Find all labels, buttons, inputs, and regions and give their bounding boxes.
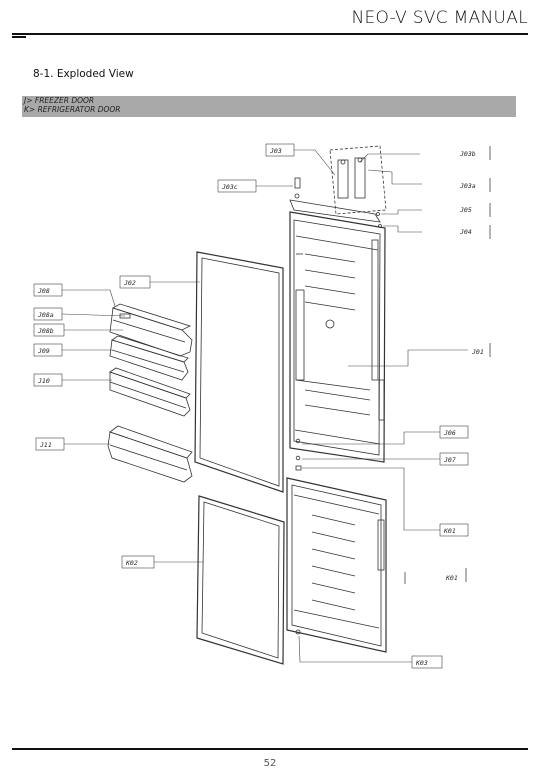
manual-title: NEO-V SVC MANUAL	[351, 8, 528, 28]
refrigerator-door-gasket	[196, 495, 285, 665]
door-bin-j09	[109, 335, 189, 381]
label-k01-lower: K01	[445, 574, 458, 582]
label-j08b: J08b	[37, 327, 54, 335]
hinge-assembly	[294, 145, 387, 228]
label-boxes	[33, 143, 469, 669]
label-j04: J04	[459, 228, 472, 236]
label-j03c: J03c	[221, 183, 238, 191]
leader-lines	[61, 149, 468, 663]
label-j01: J01	[471, 348, 484, 356]
freezer-door-gasket	[194, 251, 284, 493]
door-bin-j10	[109, 367, 191, 417]
label-j07: J07	[443, 456, 456, 464]
label-j08: J08	[37, 287, 50, 295]
label-j03b: J03b	[459, 150, 476, 158]
label-j05: J05	[459, 206, 472, 214]
legend-bar: J> FREEZER DOOR K> REFRIGERATOR DOOR	[22, 96, 516, 117]
label-k03: K03	[415, 659, 428, 667]
label-j03: J03	[269, 147, 282, 155]
right-tick-marks	[404, 146, 491, 584]
label-j06: J06	[443, 429, 456, 437]
header-rule	[12, 33, 528, 35]
footer-rule	[12, 748, 528, 750]
freezer-door	[289, 199, 386, 463]
label-k02: K02	[125, 559, 138, 567]
label-j08a: J08a	[37, 311, 54, 319]
page-number: 52	[263, 758, 277, 769]
label-j10: J10	[37, 377, 50, 385]
section-title: 8-1. Exploded View	[33, 68, 134, 80]
door-bin-j11	[107, 425, 193, 483]
header-rule-accent	[12, 36, 26, 38]
label-j11: J11	[39, 441, 52, 449]
label-k01-upper: K01	[443, 527, 456, 535]
refrigerator-door	[286, 477, 387, 653]
label-j09: J09	[37, 347, 50, 355]
legend-refrigerator-door: K> REFRIGERATOR DOOR	[24, 105, 121, 114]
legend-freezer-door: J> FREEZER DOOR	[24, 96, 95, 105]
label-j03a: J03a	[459, 182, 476, 190]
door-bin-j08	[109, 303, 193, 357]
label-j02: J02	[123, 279, 136, 287]
